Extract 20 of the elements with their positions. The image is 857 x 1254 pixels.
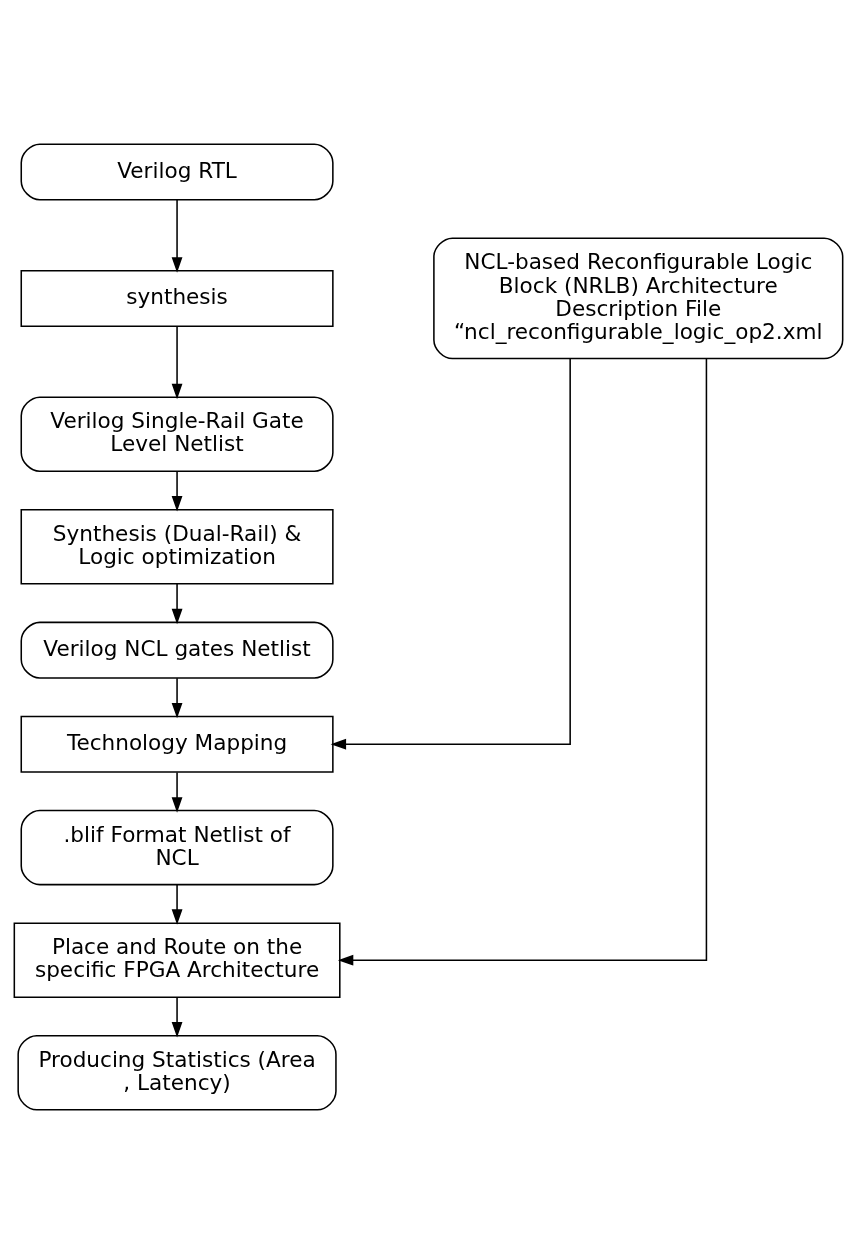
- arrow: [337, 358, 708, 966]
- node-box: Place and Route on the specific FPGA Architecture: [13, 922, 341, 998]
- arrow: [171, 884, 183, 925]
- node-box: .blif Format Netlist of NCL: [20, 809, 334, 886]
- node-box: synthesis: [20, 269, 334, 327]
- node-box: Verilog RTL: [20, 143, 334, 201]
- node-box: Technology Mapping: [20, 715, 334, 773]
- arrow: [171, 470, 183, 512]
- node-box: Verilog NCL gates Netlist: [20, 621, 334, 679]
- node-box: Verilog Single-Rail Gate Level Netlist: [20, 396, 334, 472]
- arrow: [171, 325, 183, 400]
- arrow: [171, 771, 183, 813]
- node-box: Synthesis (Dual-Rail) & Logic optimization: [20, 509, 334, 585]
- arrow: [171, 583, 183, 625]
- arrow: [171, 677, 183, 719]
- node-box: Producing Statistics (Area , Latency): [17, 1035, 337, 1111]
- node-box: NCL-based Reconfigurable Logic Block (NRLB) Architecture Description File “ncl_reconfigurable_logic_op2.xml: [433, 237, 844, 360]
- arrow: [330, 358, 571, 750]
- arrow: [171, 199, 183, 273]
- arrow: [171, 996, 183, 1038]
